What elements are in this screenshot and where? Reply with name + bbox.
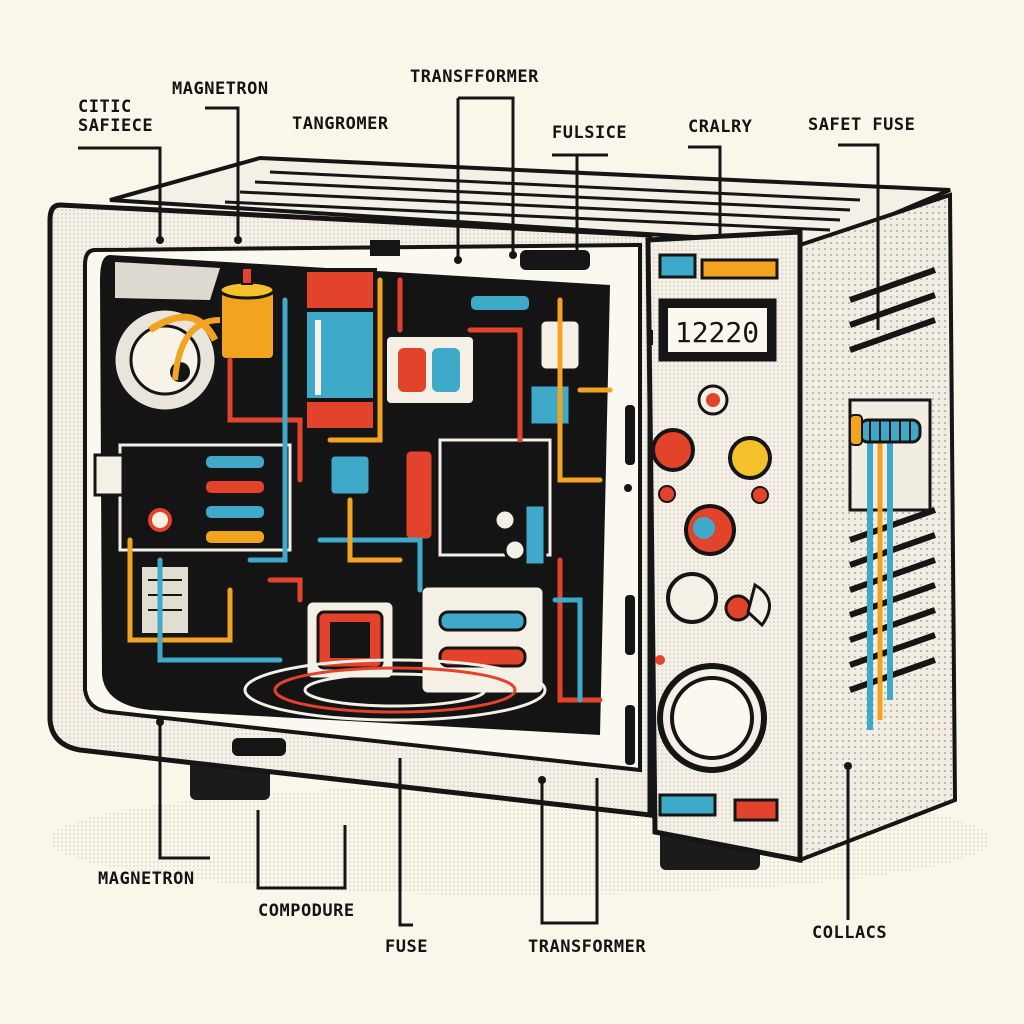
label-collacs: COLLACS <box>812 923 888 943</box>
door-slots <box>624 405 635 765</box>
label-safiece-line2: SAFIECE <box>78 116 154 136</box>
wire-swirl <box>243 658 547 722</box>
label-cralry: CRALRY <box>688 117 753 137</box>
label-fuse: FUSE <box>385 937 428 957</box>
label-tangromer: TANGROMER <box>292 114 389 134</box>
timer-display: 12220 <box>675 316 759 349</box>
yellow-knob[interactable] <box>728 436 772 480</box>
dial-knob[interactable] <box>666 572 718 624</box>
label-citic-safiece: CITIC SAFIECE <box>78 98 153 136</box>
label-citic-line1: CITIC <box>78 97 132 117</box>
center-module <box>328 438 552 567</box>
wiring <box>127 277 613 703</box>
label-fulsice: FULSICE <box>552 123 628 143</box>
magnetron-component <box>172 267 277 381</box>
label-magnetron-bottom: MAGNETRON <box>98 869 195 889</box>
label-magnetron-top: MAGNETRON <box>172 79 269 99</box>
leader-dots <box>156 236 852 784</box>
top-vent <box>109 155 951 248</box>
capacitor-component <box>303 268 377 432</box>
capacitor-box <box>138 563 192 637</box>
internal-components <box>93 267 613 722</box>
leader-lines <box>78 96 880 927</box>
label-compodure: COMPODURE <box>258 901 355 921</box>
red-knob[interactable] <box>651 428 695 472</box>
label-safet-fuse: SAFET FUSE <box>808 115 916 135</box>
control-panel: 12220 <box>645 229 803 864</box>
label-transformer-bottom: TRANSFORMER <box>528 937 647 957</box>
label-transfformer-top: TRANSFFORMER <box>410 67 539 87</box>
circuit-board-left <box>93 443 292 552</box>
